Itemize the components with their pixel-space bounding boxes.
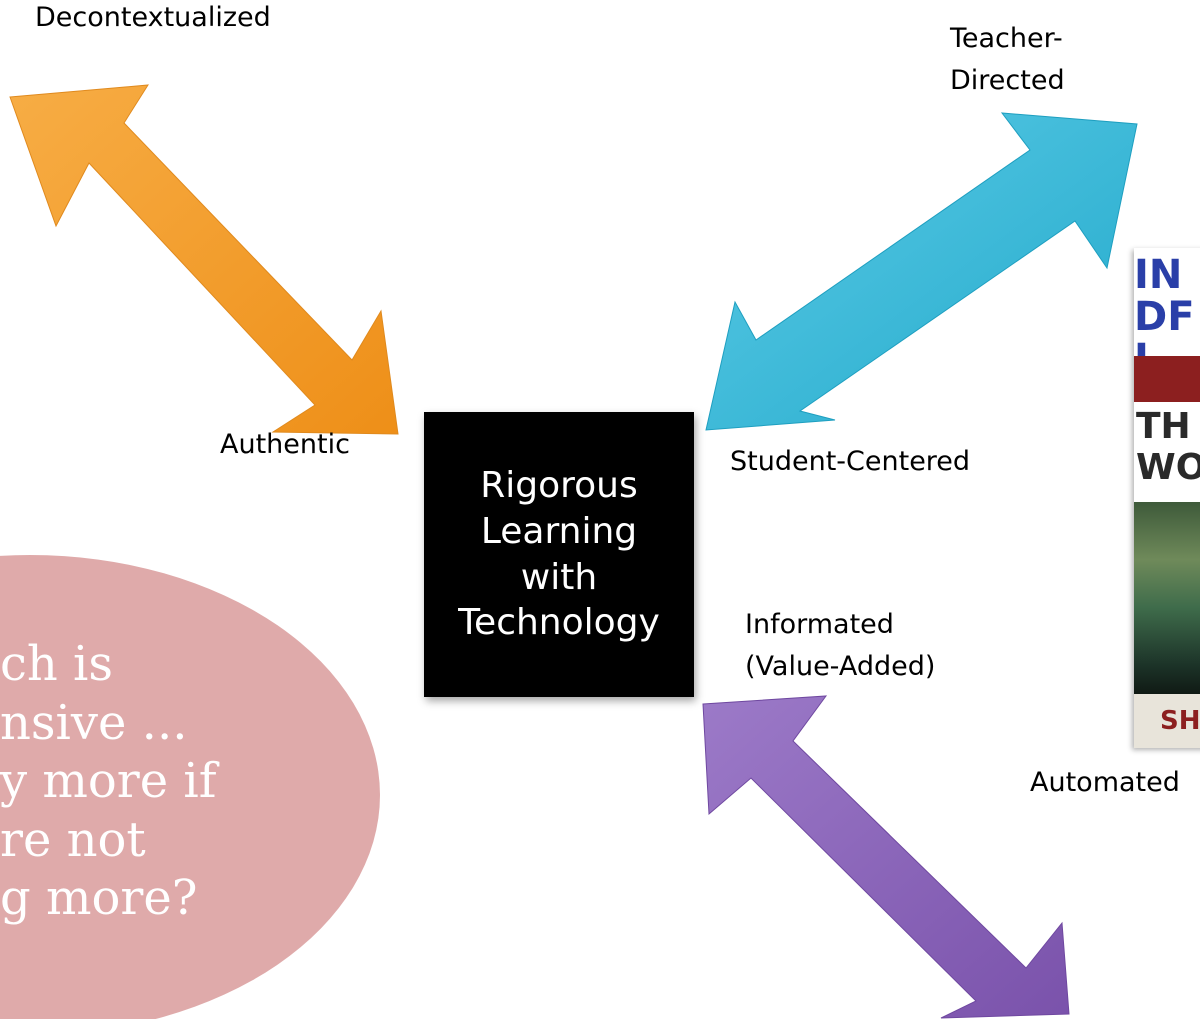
bubble-text: ch is nsive ... y more if re not g more? [0,635,217,928]
purple-double-arrow [702,695,1070,1019]
book-cover-band [1134,356,1200,402]
center-line-2: Learning [480,510,638,552]
cyan-double-arrow [705,112,1138,431]
label-informated-line1: Informated [745,609,894,640]
label-automated: Automated [1030,767,1180,798]
book-cover-footer [1134,694,1200,748]
label-teacher-directed-line2: Directed [950,65,1065,96]
bubble-line-3: y more if [0,753,217,810]
center-box-rigorous-learning: Rigorous Learning with Technology [424,412,694,697]
bubble-line-1: ch is [0,636,114,692]
book-cover-subtitle: TH WOI [1136,406,1200,489]
label-student-centered: Student-Centered [730,446,971,477]
label-decontextualized: Decontextualized [35,2,271,33]
orange-double-arrow [9,84,399,435]
bubble-line-5: g more? [0,870,198,927]
book-cover-image: IN DF T I TH WOI SH [1134,248,1200,748]
center-line-3: with [520,556,598,598]
book-cover-top [1134,248,1200,356]
book-cover-author: SH [1160,706,1200,736]
book-cover-photo [1134,502,1200,694]
bubble-line-2: nsive ... [0,694,188,751]
label-informated-line2: (Value-Added) [745,651,936,682]
center-line-1: Rigorous [480,465,638,507]
bubble-line-4: re not [0,811,146,868]
label-authentic: Authentic [220,429,350,460]
label-teacher-directed-line1: Teacher- [950,23,1063,54]
book-cover-mid [1134,402,1200,502]
center-line-4: Technology [458,602,660,644]
